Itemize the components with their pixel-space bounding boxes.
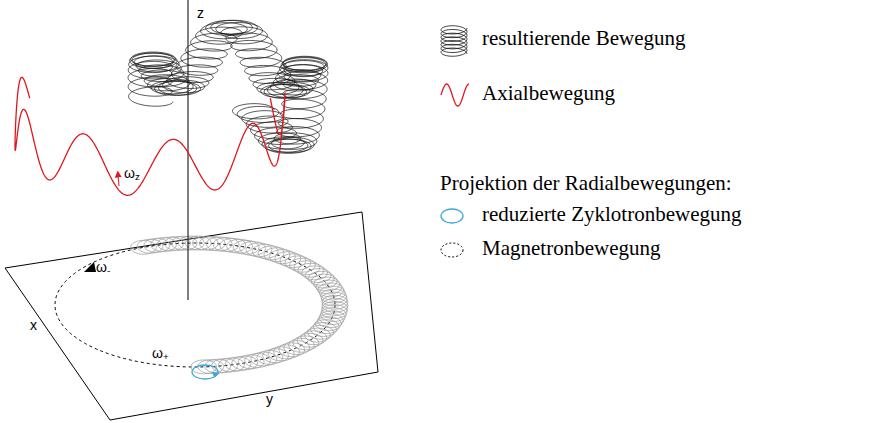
projected-ring <box>294 261 320 275</box>
z-axis <box>188 0 189 300</box>
axial-arrow <box>118 174 119 186</box>
legend-text: resultierende Bewegung <box>482 27 686 50</box>
magnetron-orbit <box>55 243 335 367</box>
legend-text: Magnetronbewegung <box>482 237 660 260</box>
axial-path <box>15 77 285 195</box>
projected-ring <box>185 236 211 250</box>
axial-motion <box>15 77 285 195</box>
projected-ring <box>164 236 190 250</box>
projected-ring <box>178 236 204 250</box>
frequency-label: ω- <box>96 260 110 277</box>
legend-text: Axialbewegung <box>482 82 615 105</box>
cyclotron-arrow <box>212 372 220 377</box>
axis-label: x <box>30 318 37 333</box>
projected-ring <box>171 236 197 250</box>
projected-ring <box>322 301 348 315</box>
frequency-label: ωz <box>124 166 140 183</box>
legend-magnetron-icon <box>441 243 463 257</box>
resulting-motion <box>128 20 328 153</box>
legend-wave-icon <box>441 84 469 106</box>
helix-path <box>128 20 328 153</box>
projected-ring <box>157 237 183 251</box>
axis-label: z <box>197 6 204 21</box>
legend-helix-icon <box>441 26 467 56</box>
legend-heading: Projektion der Radialbewegungen: <box>440 172 732 195</box>
projected-rings <box>130 236 348 374</box>
axis-label: y <box>266 392 273 407</box>
projected-ring <box>322 298 348 312</box>
magnetron-arrow <box>84 262 96 272</box>
legend-cyclotron-icon <box>441 209 463 223</box>
frequency-label: ω+ <box>152 346 169 363</box>
projected-ring <box>298 263 324 277</box>
legend-text: reduzierte Zyklotronbewegung <box>482 203 742 226</box>
xy-plane <box>5 212 378 420</box>
legend-helix-path <box>441 26 467 56</box>
projected-ring <box>198 360 224 374</box>
projected-ring <box>212 359 238 373</box>
